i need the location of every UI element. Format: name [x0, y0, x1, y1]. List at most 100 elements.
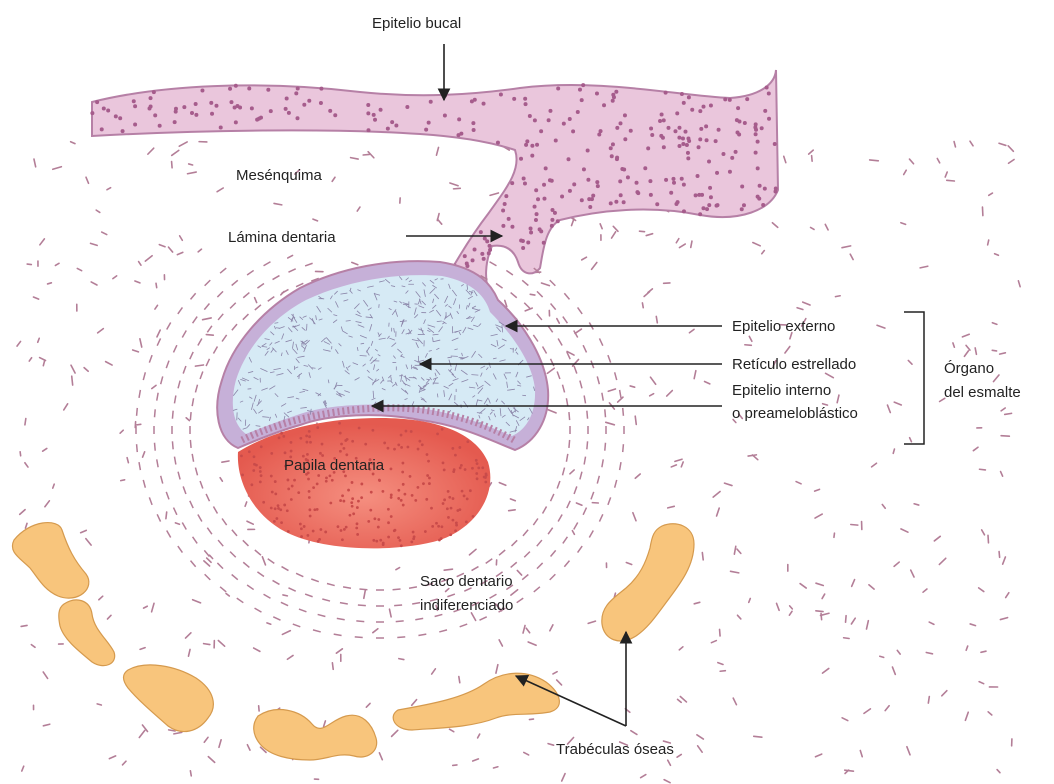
papilla-cell — [390, 496, 393, 499]
epithelium-nucleus — [683, 130, 687, 134]
mesenchyme-cell — [753, 243, 760, 246]
epithelium-nucleus — [629, 129, 633, 133]
dental-sac-fiber — [439, 630, 447, 632]
epithelium-nucleus — [682, 183, 686, 187]
mesenchyme-cell — [53, 484, 54, 488]
mesenchyme-cell — [454, 188, 461, 189]
epithelium-nucleus — [709, 104, 713, 108]
papilla-cell — [338, 422, 341, 425]
mesenchyme-cell — [573, 359, 579, 366]
papilla-cell — [324, 531, 327, 534]
mesenchyme-cell — [777, 603, 780, 610]
epithelium-nucleus — [681, 137, 685, 141]
mesenchyme-cell — [288, 255, 293, 258]
mesenchyme-cell — [1006, 593, 1009, 598]
dental-sac-fiber — [182, 331, 186, 338]
papilla-cell — [447, 516, 450, 519]
papilla-cell — [270, 452, 273, 455]
papilla-cell — [411, 494, 414, 497]
papilla-cell — [325, 476, 328, 479]
epithelium-nucleus — [390, 120, 394, 124]
dental-sac-fiber — [288, 269, 295, 272]
epithelium-nucleus — [614, 90, 618, 94]
papilla-cell — [287, 530, 290, 533]
epithelium-nucleus — [542, 197, 546, 201]
mesenchyme-cell — [21, 625, 27, 626]
dental-sac-fiber — [566, 454, 567, 462]
mesenchyme-cell — [901, 529, 908, 532]
mesenchyme-cell — [812, 156, 813, 161]
dental-sac-fiber — [206, 494, 209, 501]
epithelium-nucleus — [133, 123, 137, 127]
mesenchyme-cell — [785, 347, 790, 353]
papilla-cell — [358, 427, 361, 430]
epithelium-nucleus — [740, 207, 744, 211]
mesenchyme-cell — [127, 458, 128, 463]
mesenchyme-cell — [851, 618, 855, 624]
epithelium-nucleus — [319, 101, 323, 105]
dental-sac-fiber — [597, 376, 599, 384]
papilla-cell — [402, 504, 405, 507]
mesenchyme-cell — [1001, 472, 1003, 477]
epithelium-nucleus — [696, 174, 700, 178]
dental-sac-fiber — [587, 411, 588, 419]
epithelium-nucleus — [622, 167, 626, 171]
epithelium-nucleus — [529, 230, 533, 234]
papilla-cell — [248, 450, 251, 453]
epithelium-nucleus — [556, 219, 560, 223]
mesenchyme-cell — [140, 339, 142, 347]
epithelium-nucleus — [209, 101, 213, 105]
dental-sac-fiber — [191, 293, 196, 299]
papilla-cell — [357, 500, 360, 503]
papilla-cell — [309, 515, 312, 518]
epithelium-nucleus — [659, 134, 663, 138]
mesenchyme-cell — [650, 394, 654, 396]
epithelium-nucleus — [709, 195, 713, 199]
dental-sac-fiber — [190, 501, 193, 508]
epithelium-nucleus — [735, 130, 739, 134]
mesenchyme-cell — [894, 402, 901, 405]
epithelium-nucleus — [571, 129, 575, 133]
papilla-cell — [356, 533, 359, 536]
mesenchyme-cell — [96, 210, 100, 212]
epithelium-nucleus — [372, 113, 376, 117]
mesenchyme-cell — [1005, 413, 1012, 414]
dental-sac-fiber — [264, 594, 271, 598]
epithelium-nucleus — [194, 113, 198, 117]
dental-sac-fiber — [496, 284, 503, 289]
epithelium-nucleus — [542, 241, 546, 245]
papilla-cell — [343, 528, 346, 531]
mesenchyme-cell — [31, 645, 35, 648]
dental-sac-fiber — [563, 537, 568, 544]
mesenchyme-cell — [815, 754, 821, 757]
epithelium-nucleus — [697, 193, 701, 197]
papilla-cell — [417, 486, 420, 489]
mesenchyme-cell — [749, 336, 752, 341]
mesenchyme-cell — [432, 669, 436, 674]
epithelium-nucleus — [554, 139, 558, 143]
epithelium-nucleus — [544, 166, 548, 170]
mesenchyme-cell — [548, 410, 556, 413]
papilla-cell — [286, 509, 289, 512]
epithelium-nucleus — [754, 151, 758, 155]
dental-sac-fiber — [550, 280, 556, 286]
papilla-cell — [377, 526, 380, 529]
mesenchyme-cell — [245, 502, 247, 506]
epithelium-nucleus — [523, 181, 527, 185]
epithelium-nucleus — [687, 95, 691, 99]
mesenchyme-cell — [208, 757, 214, 763]
mesenchyme-cell — [203, 318, 212, 320]
epithelium-nucleus — [294, 91, 298, 95]
papilla-cell — [481, 466, 484, 469]
dental-sac-fiber — [174, 395, 175, 403]
papilla-cell — [299, 523, 302, 526]
epithelium-nucleus — [550, 224, 554, 228]
mesenchyme-cell — [510, 499, 515, 501]
papilla-cell — [305, 435, 308, 438]
mesenchyme-cell — [745, 345, 751, 346]
epithelium-nucleus — [677, 144, 681, 148]
epithelium-nucleus — [664, 178, 668, 182]
mesenchyme-cell — [697, 735, 704, 739]
papilla-cell — [421, 443, 424, 446]
dental-sac-fiber — [311, 579, 319, 582]
